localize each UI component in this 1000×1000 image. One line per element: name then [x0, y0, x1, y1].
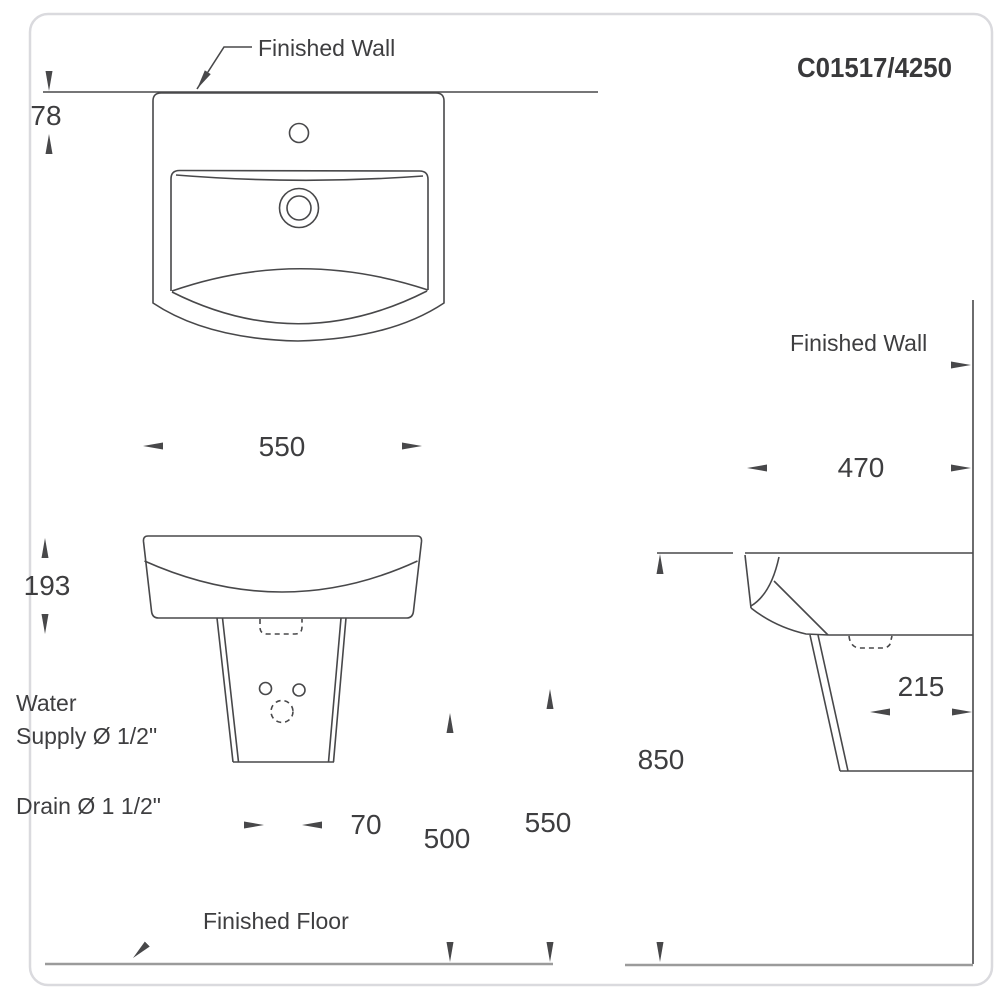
top-view — [43, 46, 598, 342]
finished-wall-leader-arrow — [196, 46, 252, 90]
dim-193-text: 193 — [24, 570, 71, 601]
finished-wall-side-label: Finished Wall — [790, 330, 927, 356]
model-number: C01517/4250 — [797, 52, 952, 83]
water-supply-leader-line — [176, 692, 260, 736]
dim-215-text: 215 — [898, 671, 945, 702]
finished-floor-label: Finished Floor — [203, 908, 349, 934]
pedestal-front-edges — [216, 617, 347, 763]
basin-side-bottom-curve — [750, 607, 830, 636]
water-supply-hole-left — [258, 681, 273, 696]
card-border — [28, 12, 994, 987]
water-supply-label-line1: Water — [16, 690, 77, 716]
overflow-drain-outer-circle — [278, 187, 320, 229]
finished-wall-top-label: Finished Wall — [258, 35, 395, 61]
basin-front-outline — [142, 535, 423, 619]
dim-70-extension-lines — [265, 699, 301, 838]
basin-floor-curve — [171, 267, 429, 292]
water-supply-label-line2: Supply Ø 1/2" — [16, 723, 157, 749]
hidden-drain-box — [259, 619, 303, 635]
front-view — [41, 442, 554, 966]
faucet-hole — [288, 122, 310, 144]
drain-label: Drain Ø 1 1/2" — [16, 793, 161, 819]
water-supply-hole-right — [292, 683, 306, 697]
hidden-drain-side-outline — [848, 635, 893, 649]
pedestal-side-front-edge — [809, 634, 849, 772]
basin-front-rim-line — [144, 560, 418, 593]
basin-inner-rim-second-line — [175, 174, 424, 182]
basin-side-front-face — [744, 554, 752, 609]
side-view — [625, 300, 974, 967]
basin-front-rim-curve — [171, 290, 428, 325]
dim-70-text: 70 — [350, 809, 381, 840]
finished-floor-leader-arrow — [133, 941, 150, 958]
basin-side-underside-diagonal — [773, 580, 829, 636]
overflow-drain-inner-circle — [286, 195, 312, 221]
dim-550-width-text: 550 — [259, 431, 306, 462]
dim-500-text: 500 — [424, 823, 471, 854]
drain-hole-hidden-circle — [270, 699, 294, 724]
dim-470-text: 470 — [838, 452, 885, 483]
dim-78-text: 78 — [30, 100, 61, 131]
drain-leader-line — [174, 722, 271, 806]
dim-850-text: 850 — [638, 744, 685, 775]
basin-side-rim-curve — [750, 556, 780, 607]
basin-outer-outline-plan — [152, 92, 445, 342]
dim-550-height-text: 550 — [525, 807, 572, 838]
basin-inner-bowl-outline — [170, 169, 429, 291]
